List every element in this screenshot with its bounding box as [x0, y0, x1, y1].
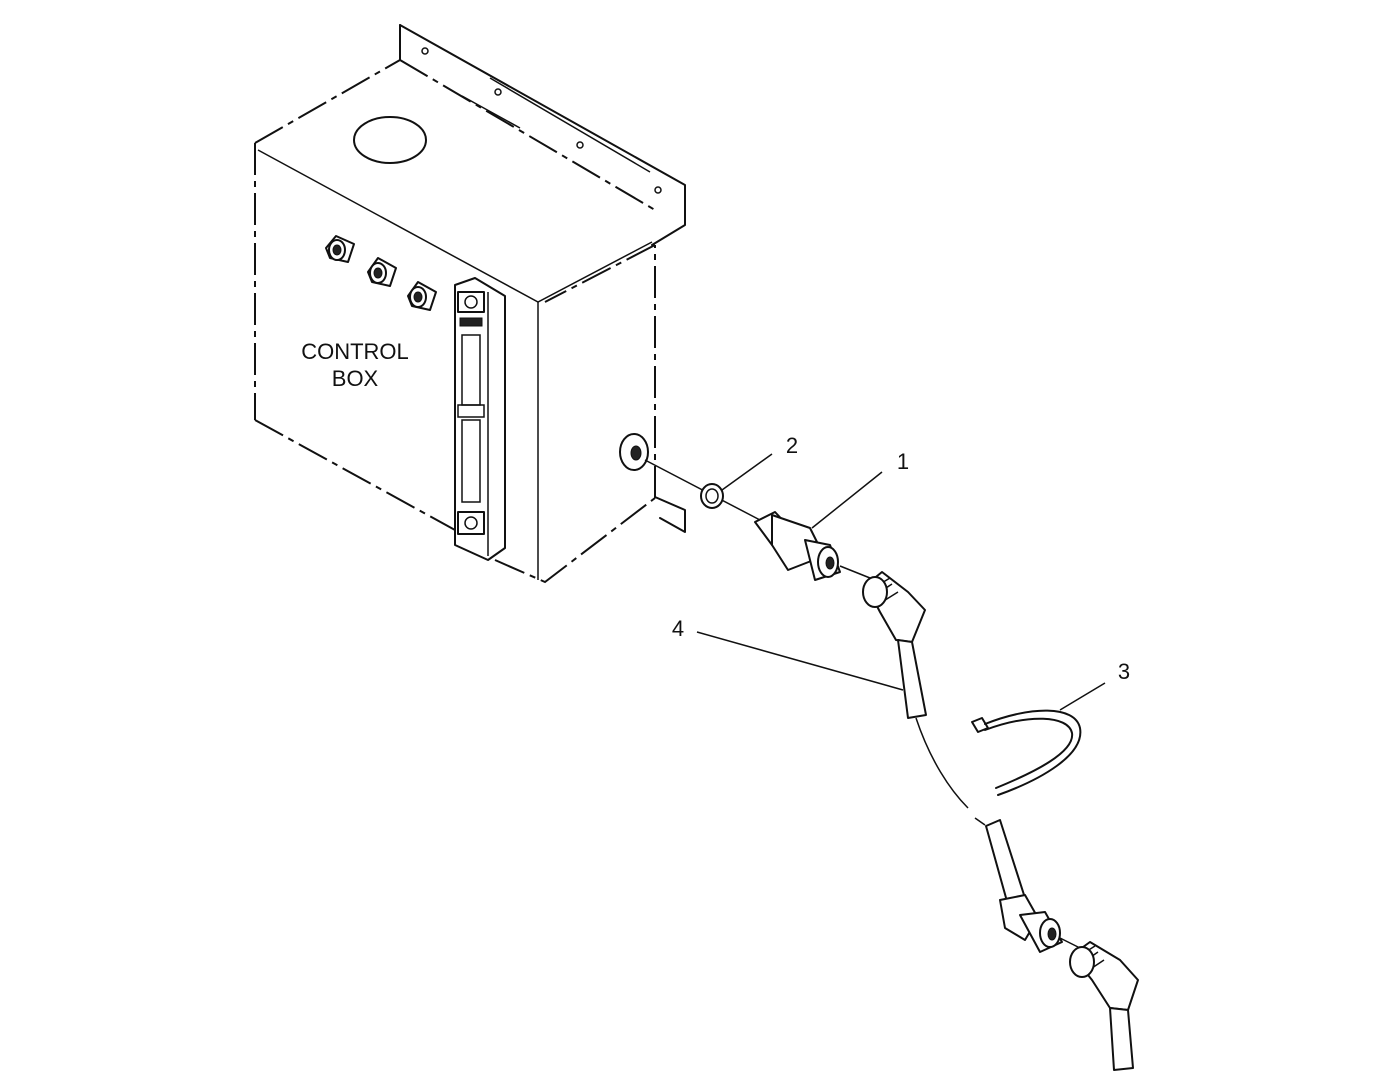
top-opening	[353, 116, 427, 164]
callout-2: 2	[721, 433, 798, 491]
control-box-label-line1: CONTROL	[301, 339, 409, 364]
callout-1: 1	[811, 449, 909, 529]
callout-3: 3	[1059, 659, 1130, 711]
mount-hole	[576, 141, 584, 149]
callout-2-number: 2	[786, 433, 798, 458]
latch-rail	[454, 277, 506, 561]
callout-4-number: 4	[672, 616, 684, 641]
side-port	[619, 433, 649, 471]
control-box-label-line2: BOX	[332, 366, 379, 391]
callout-4: 4	[672, 616, 904, 691]
mount-hole	[421, 47, 429, 55]
pressure-sensor	[754, 511, 871, 581]
fitting	[325, 235, 355, 263]
callout-3-number: 3	[1118, 659, 1130, 684]
wiring-harness	[862, 571, 1139, 1071]
callout-1-number: 1	[897, 449, 909, 474]
fitting	[367, 257, 397, 287]
mount-hole	[654, 186, 662, 194]
cable-tie	[971, 709, 1082, 796]
fitting	[407, 281, 437, 311]
mount-hole	[494, 88, 502, 96]
o-ring	[700, 483, 724, 509]
control-box: CONTROL BOX	[254, 24, 686, 584]
